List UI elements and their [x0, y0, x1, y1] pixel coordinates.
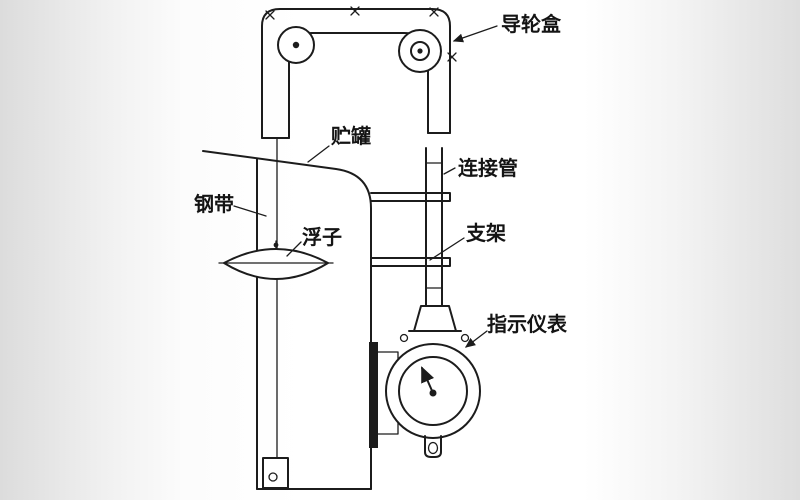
label-guide-wheel-box: 导轮盒 — [501, 12, 562, 36]
right-pulley-icon — [398, 29, 442, 73]
gauge-bottom-tab — [424, 435, 442, 458]
guide-wheel-box — [261, 6, 457, 139]
gauge-dial — [398, 356, 468, 426]
label-steel-band: 钢带 — [194, 192, 234, 216]
storage-tank — [202, 150, 372, 490]
band-anchor — [262, 457, 289, 489]
gauge-top-flange — [399, 305, 470, 343]
left-pulley-icon — [277, 26, 315, 64]
gauge-needle-icon — [421, 366, 437, 397]
float-disc — [218, 240, 334, 280]
bolt-cross-icons — [265, 6, 457, 62]
label-connecting-pipe: 连接管 — [458, 156, 518, 180]
label-bracket: 支架 — [466, 221, 506, 245]
label-float: 浮子 — [302, 225, 342, 249]
connecting-pipe — [425, 147, 443, 307]
label-indicator: 指示仪表 — [487, 312, 568, 336]
label-tank: 贮罐 — [330, 124, 371, 148]
indicator-gauge — [385, 305, 481, 458]
support-bracket — [370, 192, 451, 267]
leader-lines — [233, 25, 498, 348]
